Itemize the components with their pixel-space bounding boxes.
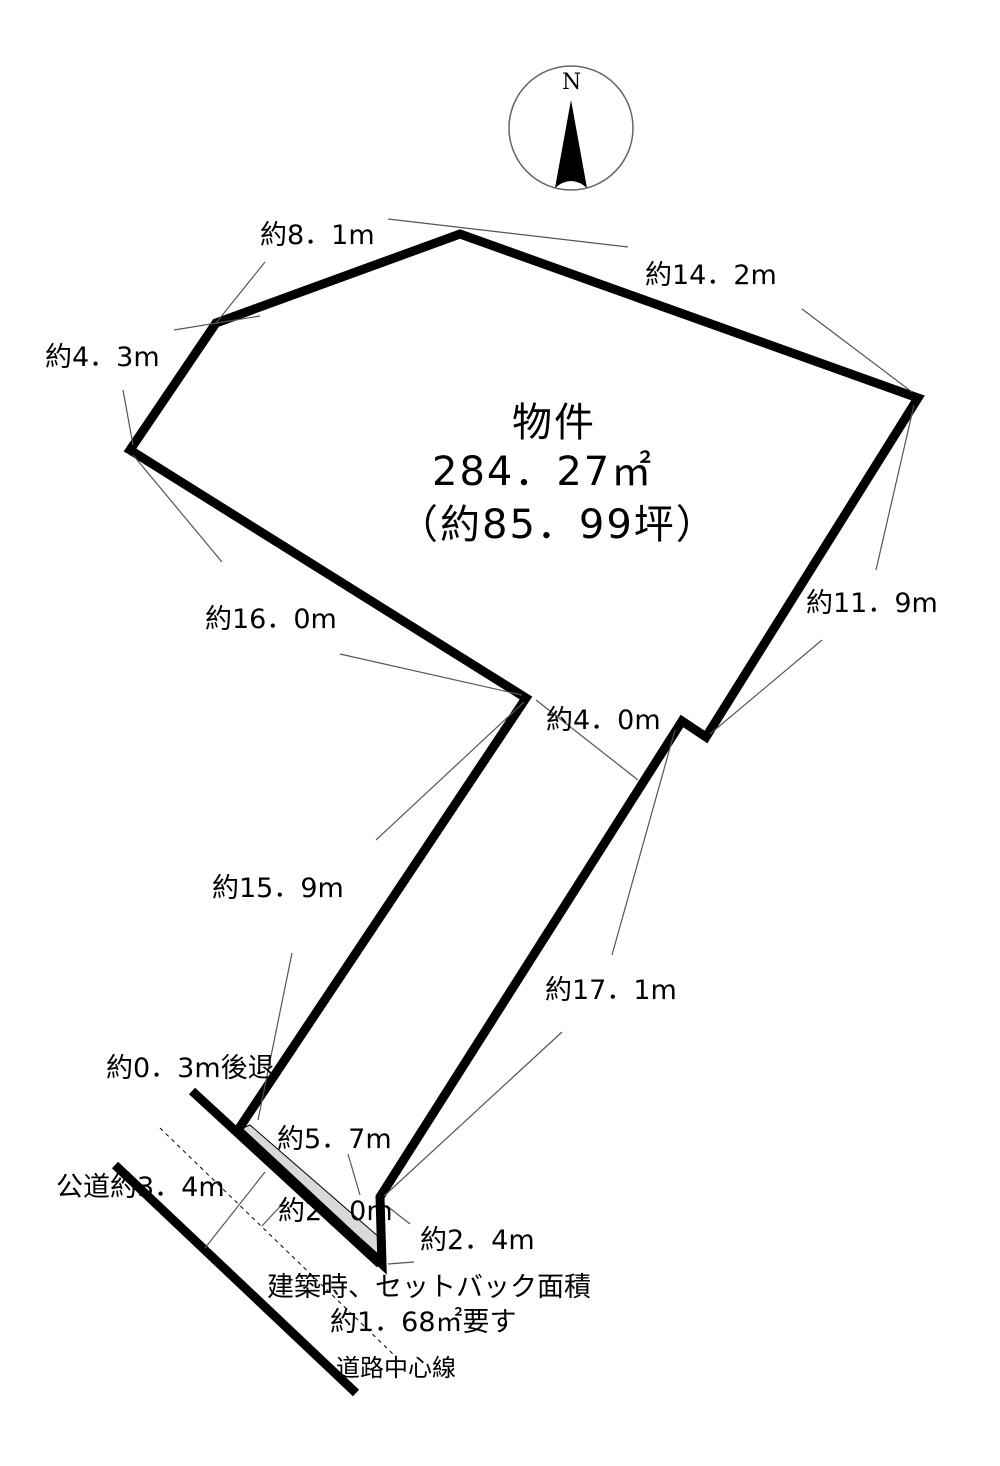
dim-public-road: 公道約3．4m bbox=[56, 1172, 225, 1203]
road-edge-line bbox=[188, 1087, 384, 1268]
dim-right: 約11．9m bbox=[806, 588, 938, 619]
dim-top-left: 約8．1m bbox=[260, 220, 375, 251]
north-label: N bbox=[562, 70, 582, 95]
dim-left-diagonal: 約16．0m bbox=[205, 604, 337, 635]
dim-flag-left: 約15．9m bbox=[212, 873, 344, 904]
property-tsubo: （約85．99坪） bbox=[398, 502, 718, 548]
road-center-label: 道路中心線 bbox=[336, 1354, 456, 1382]
road-far-line bbox=[111, 1161, 360, 1397]
compass bbox=[508, 65, 634, 191]
property-boundary bbox=[123, 229, 925, 1275]
dim-top-right: 約14．2m bbox=[645, 260, 777, 291]
dim-notch: 約4．0m bbox=[546, 705, 661, 736]
dim-setback-width: 約2．0m bbox=[278, 1196, 393, 1227]
dim-left: 約4．3m bbox=[45, 342, 160, 373]
dim-setback-retreat: 約0．3m後退 bbox=[106, 1053, 275, 1084]
dim-flag-right: 約17．1m bbox=[545, 975, 677, 1006]
north-arrow-icon bbox=[555, 100, 587, 188]
dim-frontage: 約5．7m bbox=[277, 1124, 392, 1155]
dimension-leaders bbox=[122, 218, 915, 1265]
setback-note-line2: 約1．68㎡要す bbox=[330, 1307, 517, 1338]
dim-end-width: 約2．4m bbox=[420, 1225, 535, 1256]
road-center-line bbox=[159, 1127, 395, 1356]
setback-note-line1: 建築時、セットバック面積 bbox=[267, 1272, 591, 1303]
property-name: 物件 bbox=[512, 400, 596, 446]
property-area: 284．27㎡ bbox=[432, 449, 654, 495]
